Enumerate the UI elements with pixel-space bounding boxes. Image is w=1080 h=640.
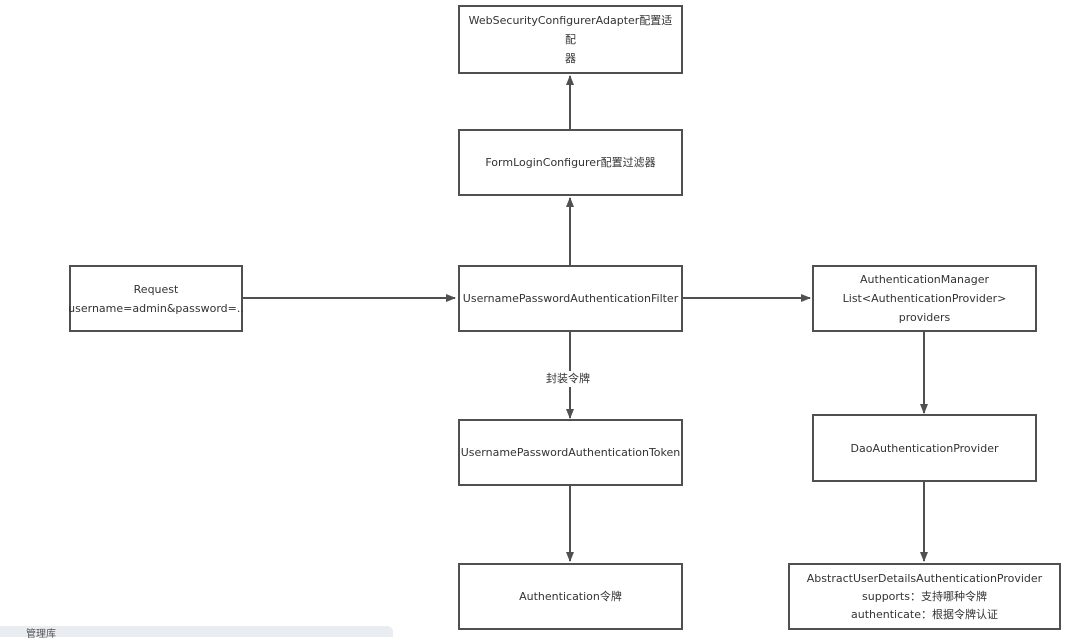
node-line: 器 <box>565 52 576 65</box>
node-line: username=admin&password=.. <box>68 301 244 315</box>
abstract-user-details-authentication-provider-node: AbstractUserDetailsAuthenticationProvide… <box>788 563 1061 630</box>
username-password-authentication-filter-node: UsernamePasswordAuthenticationFilter <box>458 265 683 332</box>
node-line: FormLoginConfigurer配置过滤器 <box>485 156 656 169</box>
authentication-manager-node: AuthenticationManager List<Authenticatio… <box>812 265 1037 332</box>
node-line: WebSecurityConfigurerAdapter配置适配 <box>468 14 673 46</box>
node-line: Authentication令牌 <box>519 590 622 603</box>
edge-label-wrap-token: 封装令牌 <box>544 371 592 387</box>
node-line: DaoAuthenticationProvider <box>850 441 999 455</box>
username-password-authentication-token-node: UsernamePasswordAuthenticationToken <box>458 419 683 486</box>
node-line: Request <box>133 282 179 296</box>
node-line: authenticate：根据令牌认证 <box>851 607 998 621</box>
request-node: Request username=admin&password=.. <box>68 265 244 332</box>
bottom-panel-strip <box>0 626 393 637</box>
authentication-token-node: Authentication令牌 <box>458 563 683 630</box>
node-line: UsernamePasswordAuthenticationToken <box>460 446 681 459</box>
node-line: AuthenticationManager <box>860 273 989 286</box>
node-line: UsernamePasswordAuthenticationFilter <box>462 292 679 305</box>
node-line: supports：支持哪种令牌 <box>862 589 987 603</box>
form-login-configurer-node: FormLoginConfigurer配置过滤器 <box>458 129 683 196</box>
node-line: AbstractUserDetailsAuthenticationProvide… <box>806 571 1043 585</box>
bottom-panel-label: 管理库 <box>26 629 56 640</box>
node-line: List<AuthenticationProvider> providers <box>842 292 1007 324</box>
dao-authentication-provider-node: DaoAuthenticationProvider <box>812 414 1037 482</box>
web-security-configurer-adapter-node: WebSecurityConfigurerAdapter配置适配 器 <box>458 5 683 74</box>
